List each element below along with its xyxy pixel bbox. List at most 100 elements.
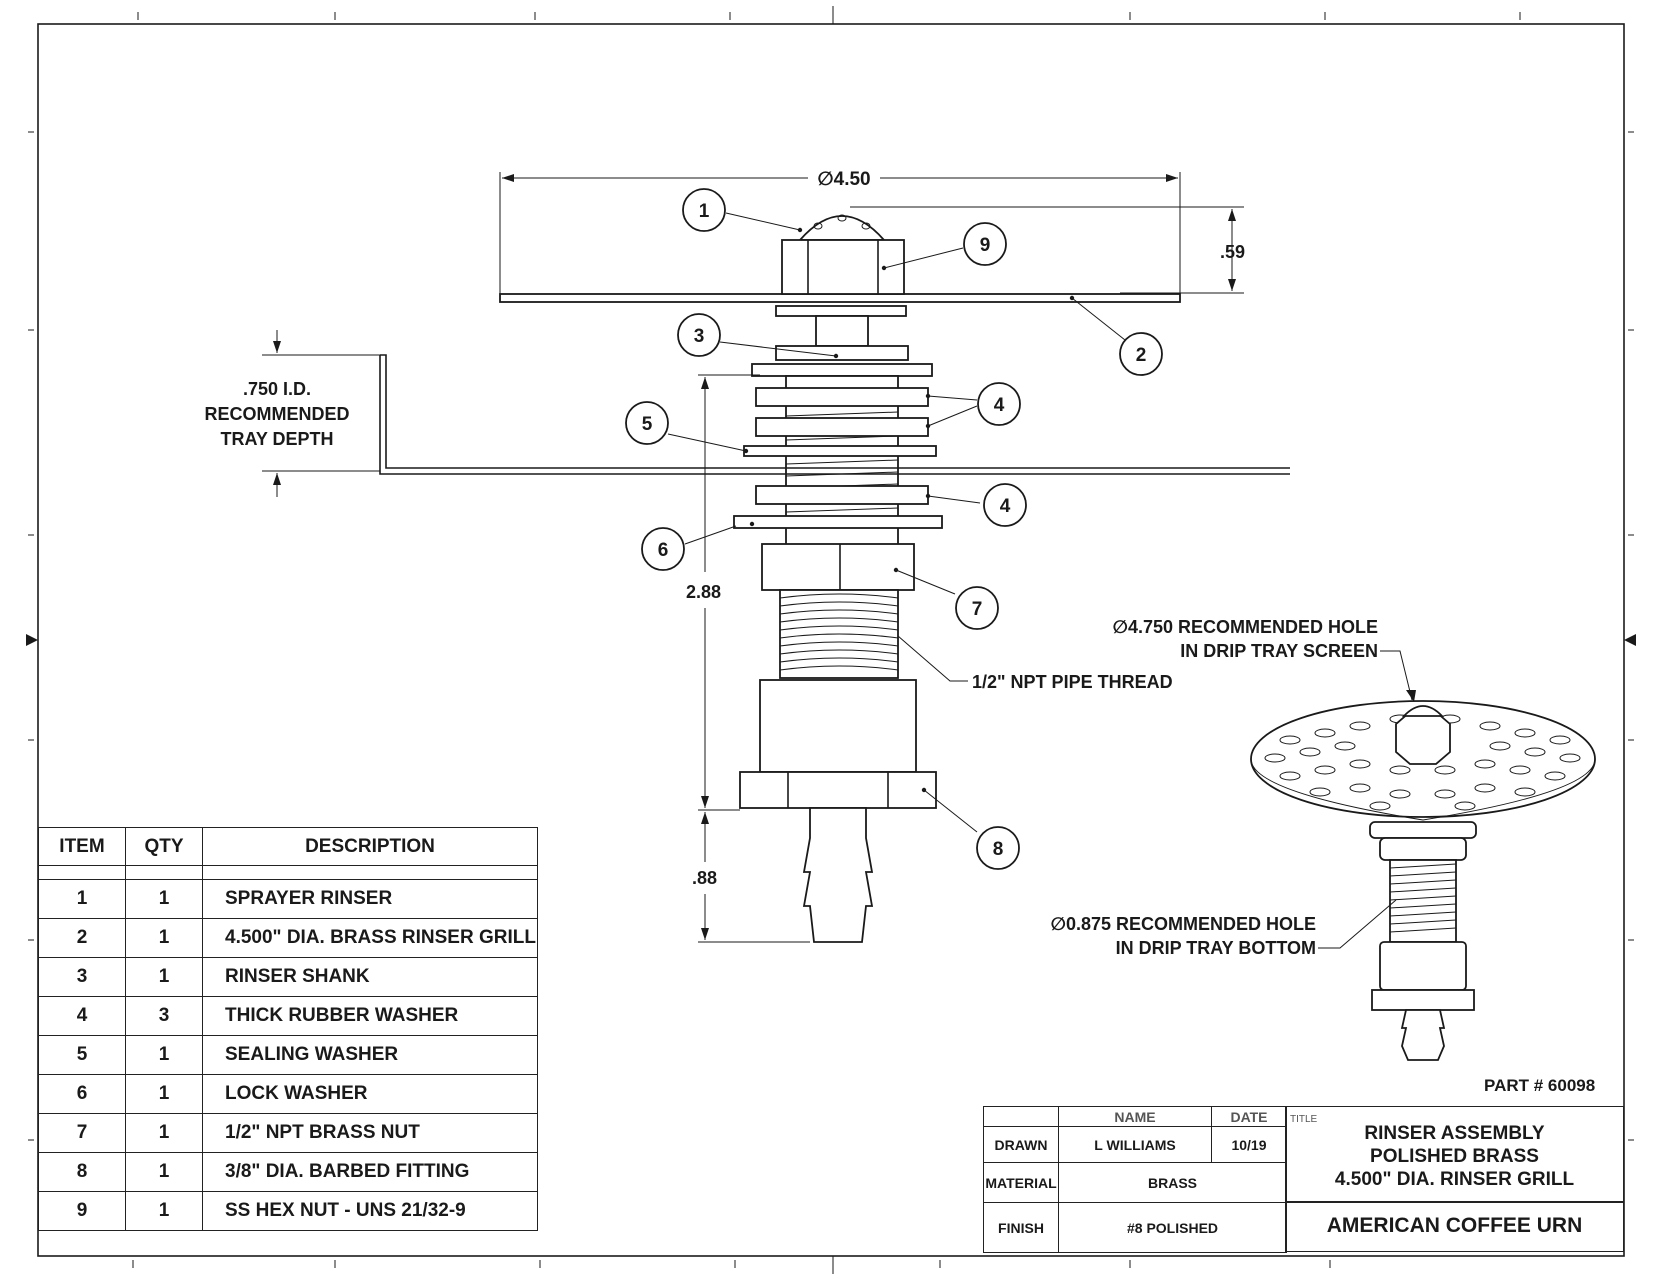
bom-cell-description: THICK RUBBER WASHER	[202, 996, 538, 1036]
balloon-9: 9	[963, 222, 1007, 266]
balloon-leaders	[667, 212, 1126, 833]
top-washer	[751, 363, 933, 377]
tb-finish-label: FINISH	[983, 1202, 1059, 1253]
iso-barbed-hose	[1400, 1009, 1446, 1061]
fitting-length-label: .88	[692, 868, 717, 888]
tray-depth-dimension: .750 I.D. RECOMMENDED TRAY DEPTH	[204, 330, 380, 497]
tray-depth-line-2: RECOMMENDED	[204, 404, 349, 424]
svg-text:8: 8	[993, 839, 1004, 860]
hole-bottom-callout: ∅0.875 RECOMMENDED HOLE IN DRIP TRAY BOT…	[1051, 899, 1397, 958]
tb-finish-value: #8 POLISHED	[1058, 1202, 1287, 1253]
balloon-4-upper: 4	[977, 382, 1021, 426]
sprayer-rinser-dome	[798, 215, 886, 241]
npt-pipe-thread	[779, 589, 899, 679]
shank-length-label: 2.88	[686, 582, 721, 602]
border-ticks	[28, 6, 1634, 1274]
barbed-fitting-hose	[802, 807, 874, 943]
grill-height-label: .59	[1220, 242, 1245, 262]
tb-col-date: DATE	[1211, 1106, 1287, 1127]
grill-height-dimension: .59	[850, 206, 1245, 294]
iso-thread-lines	[1389, 863, 1457, 933]
bom-cell-description: LOCK WASHER	[202, 1074, 538, 1114]
bom-cell-qty: 1	[125, 1074, 203, 1114]
bom-cell-description: SEALING WASHER	[202, 1035, 538, 1075]
hole-bottom-line-2: IN DRIP TRAY BOTTOM	[1116, 938, 1316, 958]
balloon-6: 6	[641, 527, 685, 571]
title-block: NAME DATE DRAWN L WILLIAMS 10/19 MATERIA…	[983, 1106, 1624, 1253]
title-block-grid: NAME DATE DRAWN L WILLIAMS 10/19 MATERIA…	[983, 1106, 1287, 1253]
iso-shank-collar	[1369, 821, 1477, 839]
hole-screen-line-1: ∅4.750 RECOMMENDED HOLE	[1113, 617, 1378, 637]
center-arrow-right	[1624, 634, 1636, 646]
tb-drawing-title: TITLE RINSER ASSEMBLY POLISHED BRASS 4.5…	[1285, 1106, 1624, 1202]
tb-title-line-1: RINSER ASSEMBLY	[1364, 1123, 1545, 1144]
balloon-7: 7	[955, 586, 999, 630]
svg-text:1: 1	[699, 201, 710, 222]
rinser-grill-plate	[499, 293, 1181, 303]
iso-fitting-hex	[1371, 989, 1475, 1011]
shank-length-dimension: 2.88	[686, 374, 760, 811]
bom-cell-item: 6	[38, 1074, 126, 1114]
tb-company-name: AMERICAN COFFEE URN	[1285, 1202, 1624, 1252]
svg-text:4: 4	[994, 395, 1005, 416]
bom-cell-description: 1/2" NPT BRASS NUT	[202, 1113, 538, 1153]
tb-drawn-label: DRAWN	[983, 1126, 1059, 1163]
balloon-1: 1	[682, 188, 726, 232]
iso-hex-nut	[1395, 705, 1451, 765]
bom-header-row: ITEM QTY DESCRIPTION	[38, 827, 538, 866]
bom-cell-qty: 1	[125, 1152, 203, 1192]
svg-text:3: 3	[694, 326, 705, 347]
tb-col-name: NAME	[1058, 1106, 1212, 1127]
balloon-8: 8	[976, 826, 1020, 870]
bom-cell-qty: 1	[125, 1191, 203, 1231]
lock-washer	[733, 515, 943, 529]
bom-spacer-row	[38, 865, 538, 880]
bom-cell-item: 1	[38, 879, 126, 919]
isometric-view: ∅4.750 RECOMMENDED HOLE IN DRIP TRAY SCR…	[1051, 617, 1596, 1061]
thread-callout-label: 1/2" NPT PIPE THREAD	[972, 672, 1173, 692]
bom-header-item: ITEM	[38, 827, 126, 866]
pipe-thread-lines	[779, 593, 899, 671]
tb-material-value: BRASS	[1058, 1162, 1287, 1203]
bom-cell-item: 9	[38, 1191, 126, 1231]
tb-drawn-name: L WILLIAMS	[1058, 1126, 1212, 1163]
thick-rubber-washer-b	[755, 417, 929, 437]
bom-cell-qty: 1	[125, 879, 203, 919]
bom-cell-item: 8	[38, 1152, 126, 1192]
bom-cell-qty: 1	[125, 1113, 203, 1153]
grill-diameter-dimension: ∅4.50	[499, 169, 1181, 300]
tb-material-label: MATERIAL	[983, 1162, 1059, 1203]
iso-fitting-body	[1379, 941, 1467, 991]
thick-rubber-washer-a	[755, 387, 929, 407]
part-number: PART # 60098	[1484, 1076, 1596, 1095]
iso-shank-washer	[1379, 837, 1467, 861]
svg-text:5: 5	[642, 414, 653, 435]
thread-callout: 1/2" NPT PIPE THREAD	[897, 635, 1173, 692]
shank-collar	[775, 305, 907, 317]
hole-bottom-line-1: ∅0.875 RECOMMENDED HOLE	[1051, 914, 1316, 934]
tb-title-line-2: POLISHED BRASS	[1370, 1146, 1539, 1167]
bom-cell-qty: 1	[125, 1035, 203, 1075]
rinser-shank-flange	[775, 345, 909, 361]
bom-cell-qty: 1	[125, 918, 203, 958]
hole-screen-callout: ∅4.750 RECOMMENDED HOLE IN DRIP TRAY SCR…	[1113, 617, 1416, 702]
balloon-2: 2	[1119, 332, 1163, 376]
svg-text:4: 4	[1000, 496, 1011, 517]
tb-title-line-3: 4.500" DIA. RINSER GRILL	[1334, 1169, 1575, 1190]
tb-col-title: TITLE	[1290, 1114, 1318, 1125]
thick-rubber-washer-c	[755, 485, 929, 505]
center-arrow-left	[26, 634, 38, 646]
barbed-fitting-hex	[739, 771, 937, 809]
bom-cell-qty: 3	[125, 996, 203, 1036]
